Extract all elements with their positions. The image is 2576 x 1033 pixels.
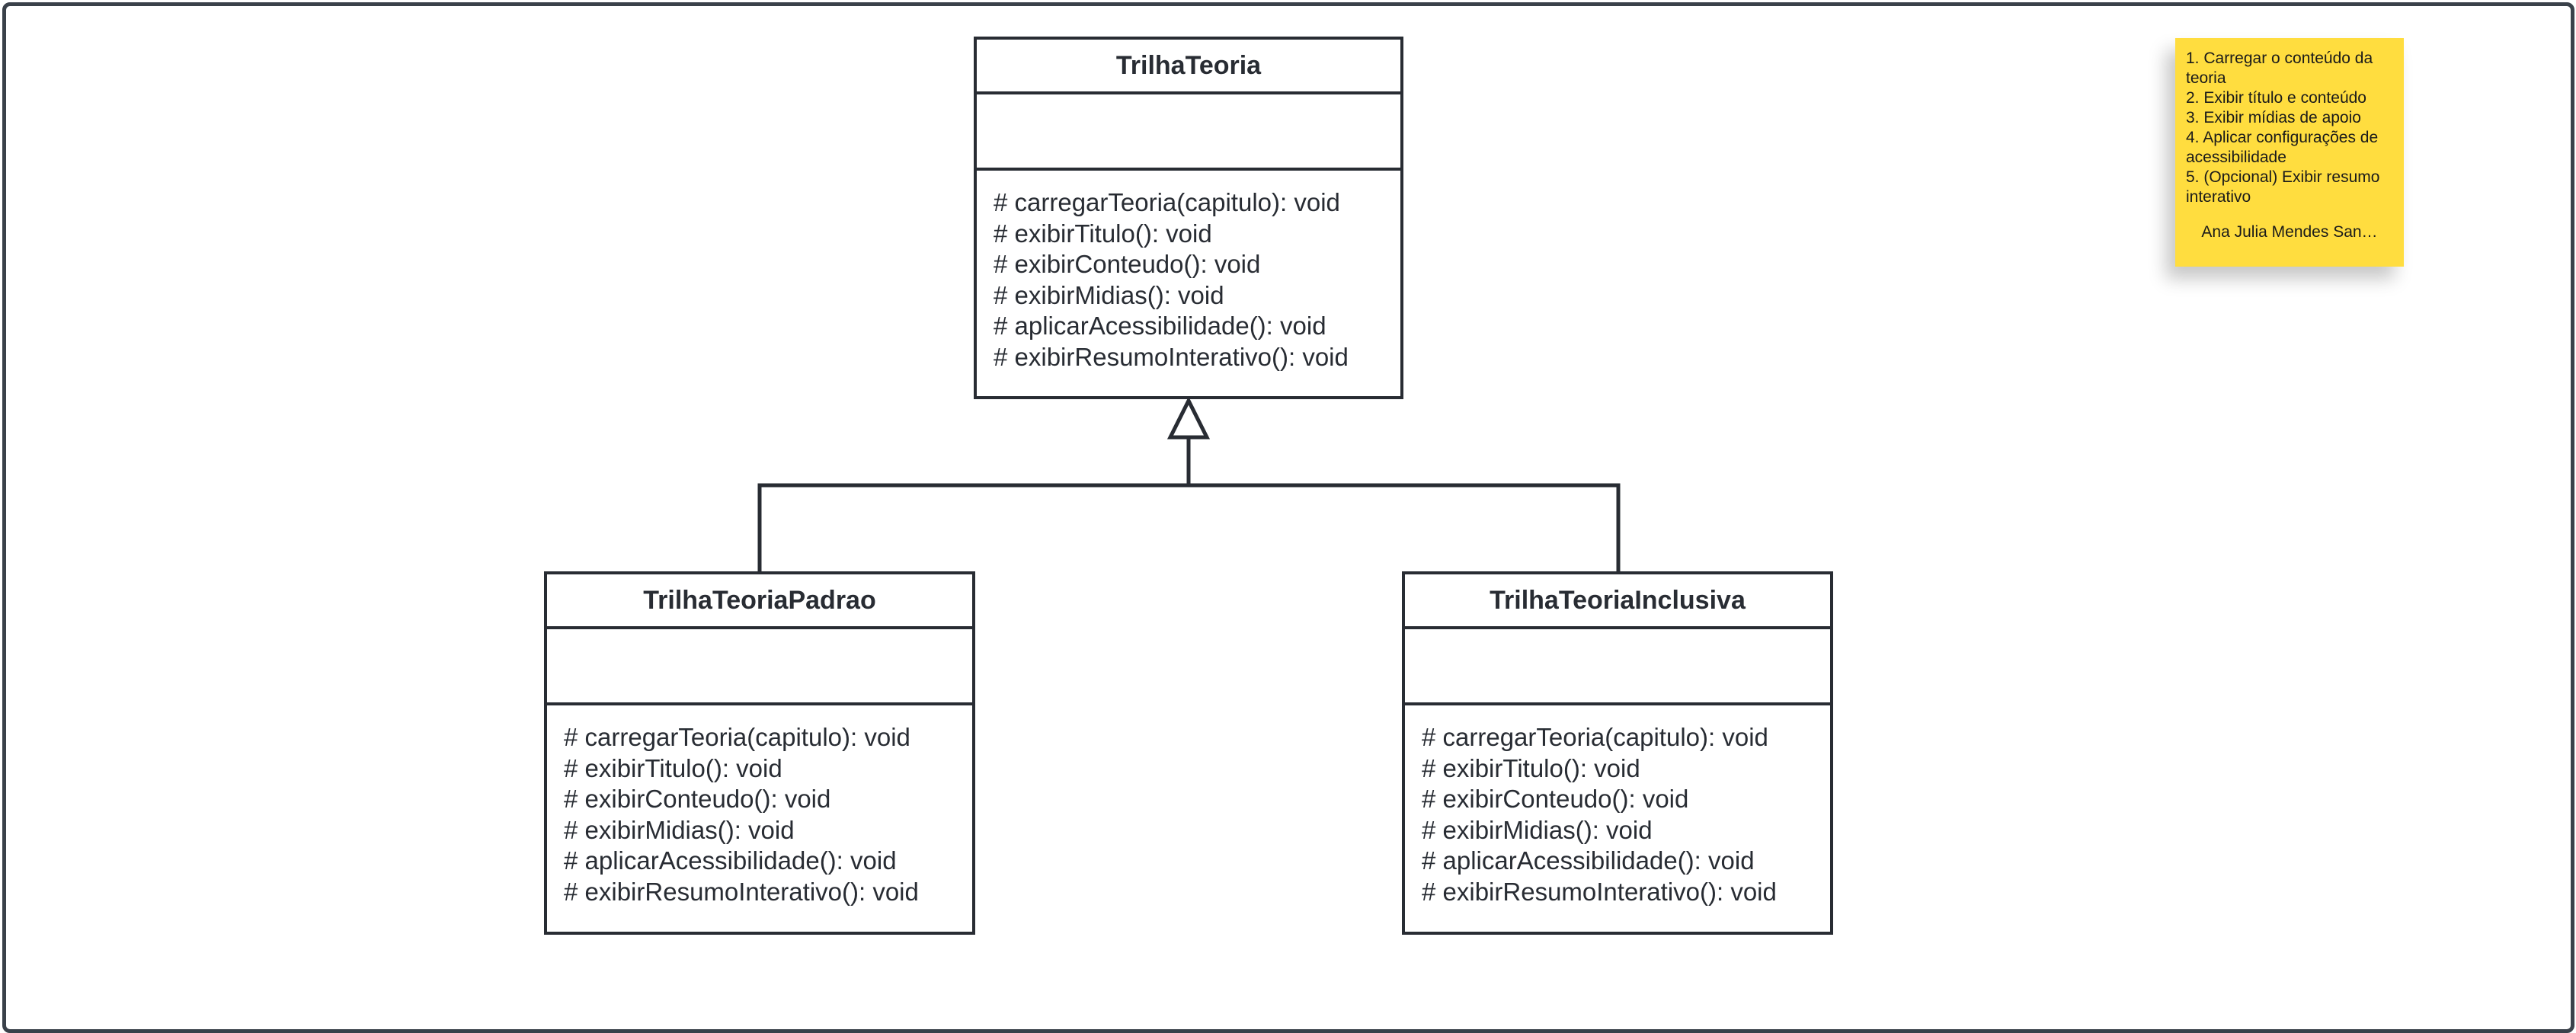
note-line: 4. Aplicar configurações de acessibilida… bbox=[2186, 129, 2379, 166]
method: # exibirMidias(): void bbox=[1422, 815, 1653, 844]
method: # exibirTitulo(): void bbox=[564, 753, 782, 782]
method: # exibirMidias(): void bbox=[564, 815, 795, 844]
class-methods: # carregarTeoria(capitulo): void # exibi… bbox=[977, 171, 1400, 373]
method: # exibirConteudo(): void bbox=[1422, 785, 1689, 813]
method: # carregarTeoria(capitulo): void bbox=[564, 723, 910, 751]
method: # carregarTeoria(capitulo): void bbox=[994, 188, 1340, 216]
method: # carregarTeoria(capitulo): void bbox=[1422, 723, 1768, 751]
class-attributes bbox=[547, 629, 972, 705]
sticky-note[interactable]: 1. Carregar o conteúdo da teoria 2. Exib… bbox=[2175, 38, 2404, 267]
method: # exibirMidias(): void bbox=[994, 280, 1224, 309]
inheritance-arrowhead bbox=[1166, 396, 1211, 440]
method: # aplicarAcessibilidade(): void bbox=[994, 312, 1326, 340]
method: # exibirTitulo(): void bbox=[994, 219, 1212, 248]
method: # exibirResumoInterativo(): void bbox=[1422, 877, 1777, 906]
class-trilha-teoria-padrao[interactable]: TrilhaTeoriaPadrao # carregarTeoria(capi… bbox=[544, 571, 975, 935]
note-line: 3. Exibir mídias de apoio bbox=[2186, 109, 2361, 126]
class-trilha-teoria-inclusiva[interactable]: TrilhaTeoriaInclusiva # carregarTeoria(c… bbox=[1402, 571, 1833, 935]
class-name: TrilhaTeoria bbox=[977, 40, 1400, 94]
class-methods: # carregarTeoria(capitulo): void # exibi… bbox=[1405, 705, 1830, 907]
method: # exibirResumoInterativo(): void bbox=[564, 877, 919, 906]
class-name: TrilhaTeoriaInclusiva bbox=[1405, 574, 1830, 629]
class-name: TrilhaTeoriaPadrao bbox=[547, 574, 972, 629]
class-attributes bbox=[977, 94, 1400, 171]
method: # aplicarAcessibilidade(): void bbox=[564, 846, 897, 875]
note-line: 2. Exibir título e conteúdo bbox=[2186, 89, 2366, 107]
method: # aplicarAcessibilidade(): void bbox=[1422, 846, 1755, 875]
method: # exibirResumoInterativo(): void bbox=[994, 342, 1349, 371]
note-line: 5. (Opcional) Exibir resumo interativo bbox=[2186, 168, 2380, 206]
class-trilha-teoria[interactable]: TrilhaTeoria # carregarTeoria(capitulo):… bbox=[974, 37, 1403, 399]
method: # exibirConteudo(): void bbox=[994, 250, 1261, 278]
method: # exibirConteudo(): void bbox=[564, 785, 831, 813]
method: # exibirTitulo(): void bbox=[1422, 753, 1640, 782]
note-line: 1. Carregar o conteúdo da teoria bbox=[2186, 50, 2373, 87]
class-methods: # carregarTeoria(capitulo): void # exibi… bbox=[547, 705, 972, 907]
note-author: Ana Julia Mendes San… bbox=[2201, 223, 2378, 241]
inheritance-line bbox=[757, 437, 1621, 573]
class-attributes bbox=[1405, 629, 1830, 705]
